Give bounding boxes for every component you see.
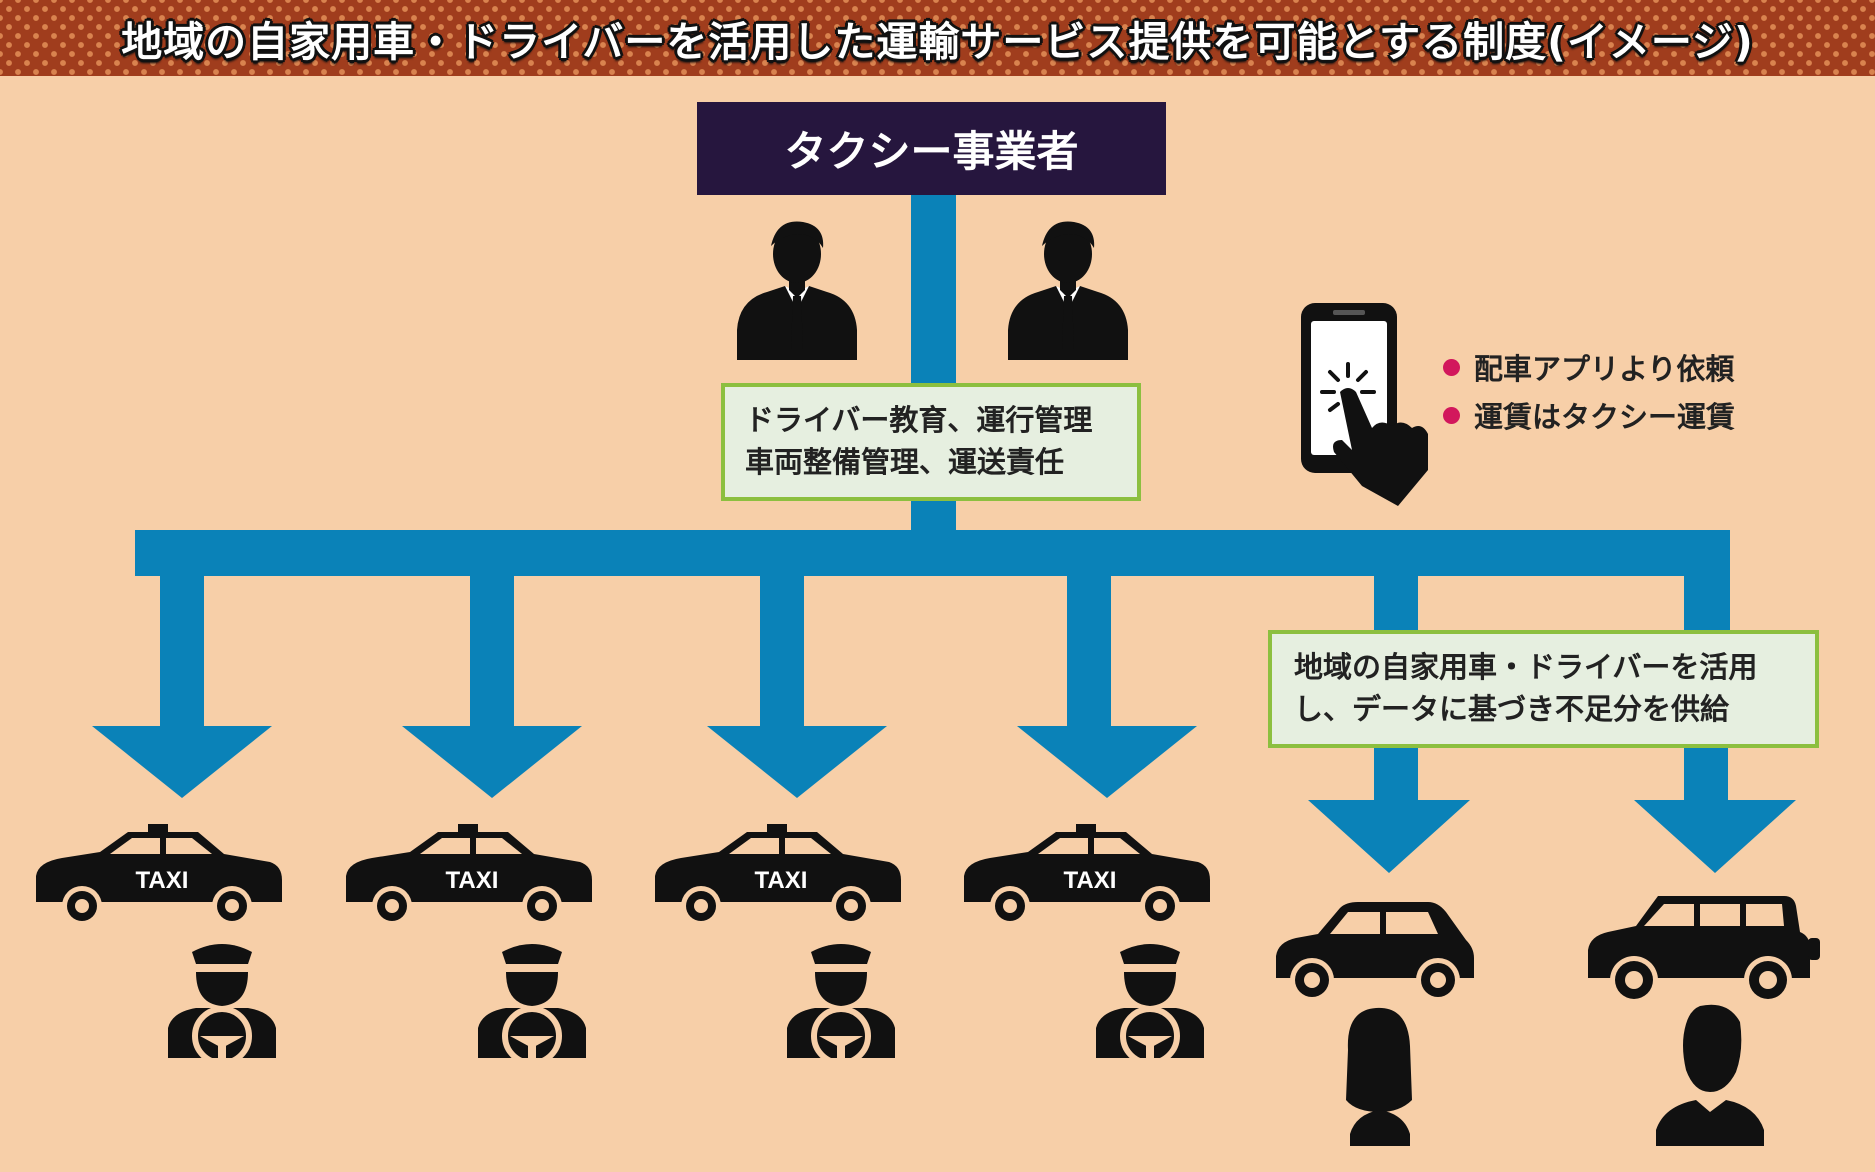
taxi-label: TAXI [446, 867, 499, 894]
app-note-text: 配車アプリより依頼 [1474, 352, 1735, 386]
distribution-bar [135, 530, 1730, 576]
app-note-item: 運賃はタクシー運賃 [1443, 391, 1735, 439]
arrow-stem-6 [1684, 748, 1728, 800]
arrow-head-5 [1308, 800, 1470, 873]
supply-line-1: 地域の自家用車・ドライバーを活用 [1294, 650, 1758, 684]
arrow-head-4 [1017, 726, 1197, 798]
taxi-label: TAXI [136, 867, 189, 894]
arrow-stem-5-top [1374, 576, 1418, 631]
arrow-head-6 [1634, 800, 1796, 873]
taxi-label: TAXI [1064, 867, 1117, 894]
arrow-stem-3 [760, 576, 804, 726]
taxi-driver-icon [1096, 944, 1204, 1063]
duties-line-2: 車両整備管理、運送責任 [745, 445, 1065, 479]
arrow-head-1 [92, 726, 272, 798]
arrow-head-2 [402, 726, 582, 798]
arrow-stem-1 [160, 576, 204, 726]
bar-left-corner [135, 530, 181, 576]
supply-line-2: し、データに基づき不足分を供給 [1294, 692, 1730, 726]
bullet-icon [1443, 358, 1460, 376]
woman-silhouette-icon [1346, 1007, 1412, 1146]
arrow-network [92, 194, 1796, 873]
suv-icon [1588, 896, 1820, 1004]
bullet-icon [1443, 406, 1460, 424]
taxi-operator-box: タクシー事業者 [697, 102, 1166, 195]
operator-duties-box: ドライバー教育、運行管理 車両整備管理、運送責任 [721, 383, 1141, 501]
taxi-driver-icon [168, 944, 276, 1063]
compact-car-icon [1276, 902, 1474, 1002]
man-silhouette-icon [1656, 1004, 1764, 1146]
title-banner [0, 0, 1875, 76]
arrow-stem-4 [1067, 576, 1111, 726]
app-notes: 配車アプリより依頼 運賃はタクシー運賃 [1443, 343, 1735, 439]
arrow-head-3 [707, 726, 887, 798]
taxi-driver-icon [787, 944, 895, 1063]
bar-right-drop [1684, 530, 1730, 634]
app-note-item: 配車アプリより依頼 [1443, 343, 1735, 391]
smartphone-tap-icon [1301, 303, 1428, 506]
duties-line-1: ドライバー教育、運行管理 [745, 403, 1093, 437]
taxi-driver-icon [478, 944, 586, 1063]
page-title: 地域の自家用車・ドライバーを活用した運輸サービス提供を可能とする制度(イメージ) [121, 18, 1754, 66]
app-note-text: 運賃はタクシー運賃 [1474, 400, 1736, 434]
taxi-label: TAXI [755, 867, 808, 894]
businessman-icon [737, 221, 857, 360]
arrow-stem-5 [1374, 748, 1418, 800]
supply-note-box: 地域の自家用車・ドライバーを活用 し、データに基づき不足分を供給 [1268, 630, 1819, 748]
arrow-stem-2 [470, 576, 514, 726]
businessman-icon [1008, 221, 1128, 360]
